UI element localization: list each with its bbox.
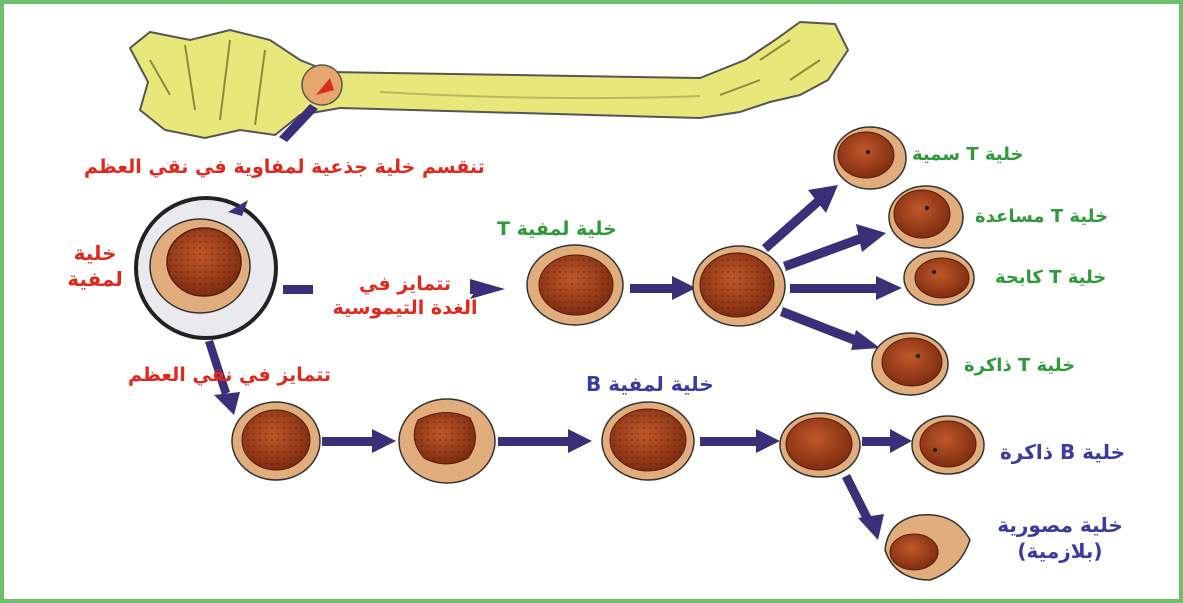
arrow-to-plasma	[842, 474, 884, 540]
t-toxic-cell	[834, 127, 906, 189]
bone-marrow-highlight	[302, 65, 342, 105]
label-t-lymph: خلية لمفية T	[497, 218, 617, 240]
arrow-to-thymus-a	[283, 285, 313, 294]
b-progenitor-cell	[399, 399, 495, 483]
b-precursor-cell	[232, 402, 320, 480]
bone-illustration	[130, 22, 848, 138]
arrow-to-t-memory	[780, 307, 880, 350]
label-marrow-differentiation: تتمايز في نقي العظم	[128, 364, 331, 386]
arrow-t-stage	[630, 284, 675, 293]
t-dividing-cell	[693, 246, 785, 326]
label-lymph-cell-line1: خلية	[50, 240, 140, 266]
label-t-killer: خلية T كابحة	[995, 267, 1106, 288]
arrow-b-1	[322, 429, 396, 453]
label-plasma-line2: (بلازمية)	[985, 538, 1135, 564]
arrow-b-2	[498, 429, 592, 453]
label-stem-cell-division: تنقسم خلية جذعية لمفاوية في نقي العظم	[84, 156, 485, 178]
t-helper-cell	[889, 186, 963, 248]
plasma-cell	[885, 515, 970, 580]
b-memory-cell	[912, 416, 984, 474]
label-thymus-diff-line2: الغدة التيموسية	[320, 296, 490, 320]
arrow-b-4	[862, 429, 912, 453]
label-lymph-cell: خلية لمفية	[50, 240, 140, 292]
label-t-toxic: خلية T سمية	[912, 144, 1023, 165]
arrow-to-t-killer	[790, 276, 902, 300]
label-b-lymph: خلية لمفية B	[586, 372, 714, 396]
t-lymph-cell	[527, 245, 623, 325]
arrow-to-t-helper	[783, 224, 886, 271]
arrow-b-3	[700, 429, 780, 453]
t-memory-cell	[872, 333, 948, 395]
label-plasma-line1: خلية مصورية	[985, 512, 1135, 538]
label-plasma-cell: خلية مصورية (بلازمية)	[985, 512, 1135, 564]
label-b-memory: خلية B ذاكرة	[1000, 440, 1125, 464]
label-lymph-cell-line2: لمفية	[50, 266, 140, 292]
label-t-helper: خلية T مساعدة	[975, 206, 1108, 227]
label-t-memory: خلية T ذاكرة	[964, 355, 1075, 376]
label-thymus-diff-line1: تتمايز في	[320, 272, 490, 296]
b-lymph-cell	[602, 402, 694, 480]
label-thymus-differentiation: تتمايز في الغدة التيموسية	[320, 272, 490, 320]
b-dividing-cell	[780, 413, 860, 477]
t-killer-cell	[904, 251, 974, 305]
arrow-to-t-toxic	[762, 185, 838, 252]
lymphoid-stem-cell	[136, 198, 276, 338]
